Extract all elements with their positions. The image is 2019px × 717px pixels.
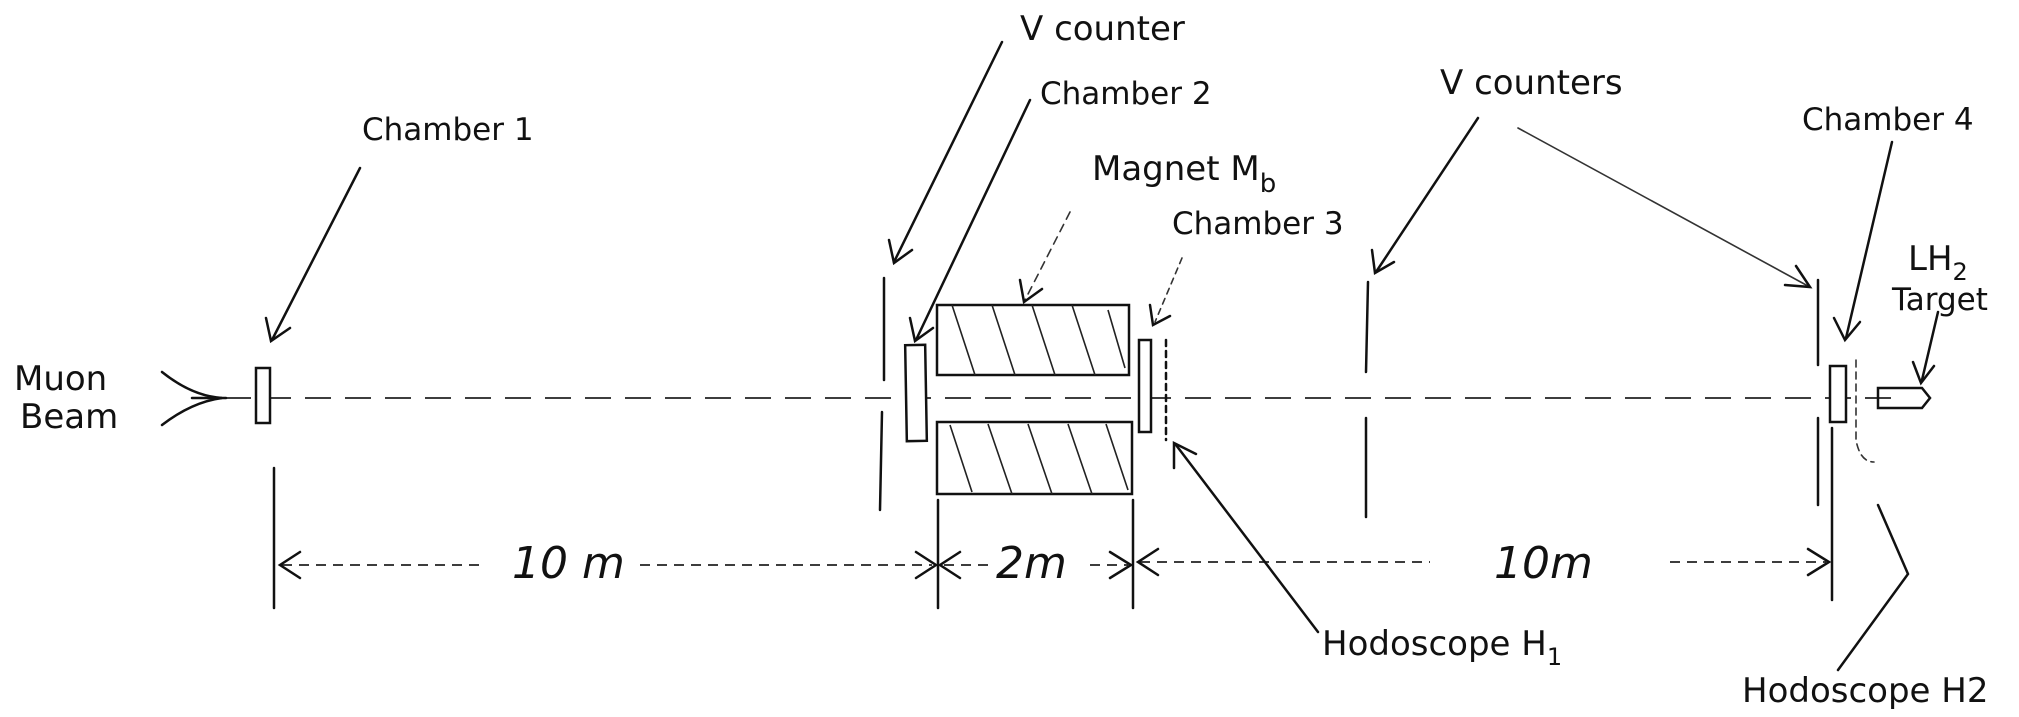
- hodoscope-h2-label: Hodoscope H2: [1742, 671, 1988, 711]
- leader-magnet: [1018, 211, 1071, 305]
- chamber-2-detector: [903, 343, 929, 443]
- leader-v-counter-middle: [1370, 116, 1480, 276]
- chamber-1-label: Chamber 1: [362, 112, 534, 148]
- magnet-label: Magnet Mb: [1092, 149, 1276, 199]
- v-counter-lower: [878, 410, 884, 512]
- dimension-10m-left: 10 m: [512, 538, 625, 589]
- chamber-3-label: Chamber 3: [1172, 206, 1344, 242]
- lh2-label: LH2: [1908, 239, 1968, 286]
- target-label: Target: [1891, 282, 1988, 318]
- v-counters-label: V counters: [1440, 63, 1623, 103]
- leader-target: [1911, 310, 1940, 386]
- hodoscope-h1-label: Hodoscope H1: [1322, 624, 1562, 671]
- leader-chamber-2: [908, 98, 1032, 344]
- dim-arrow-3: [937, 550, 962, 580]
- leader-chamber-1: [264, 166, 362, 344]
- leader-chamber-3: [1148, 257, 1183, 327]
- dimension-2m: 2m: [996, 538, 1067, 589]
- leader-hodoscope-h1: [1172, 440, 1320, 634]
- chamber-1-detector: [254, 366, 272, 425]
- dim-arrow-6: [1806, 547, 1832, 577]
- chamber-2-label: Chamber 2: [1040, 76, 1212, 112]
- leader-hodoscope-h2: [1836, 503, 1910, 672]
- dimension-10m-right: 10m: [1494, 538, 1593, 589]
- muon-beam-label-line2: Beam: [20, 397, 118, 437]
- leader-v-counter: [887, 40, 1004, 266]
- dim-arrow-4: [1108, 550, 1134, 580]
- chamber-4-detector: [1828, 364, 1848, 424]
- v-counter-middle-upper: [1364, 280, 1370, 374]
- lh2-target: [1876, 386, 1932, 410]
- dim-arrow-5: [1135, 547, 1160, 577]
- magnet-lower-block: [935, 420, 1134, 496]
- v-counter-label: V counter: [1020, 9, 1185, 49]
- hodoscope-h2-detector: [1855, 359, 1875, 463]
- leader-v-counter-right: [1517, 127, 1813, 289]
- dim-arrow-2: [914, 550, 939, 580]
- chamber-4-label: Chamber 4: [1802, 102, 1974, 138]
- dim-arrow-1: [277, 550, 302, 580]
- magnet-upper-block: [935, 303, 1131, 377]
- leader-chamber-4: [1832, 140, 1894, 343]
- chamber-3-detector: [1137, 338, 1153, 434]
- muon-beam-label-line1: Muon: [14, 359, 107, 399]
